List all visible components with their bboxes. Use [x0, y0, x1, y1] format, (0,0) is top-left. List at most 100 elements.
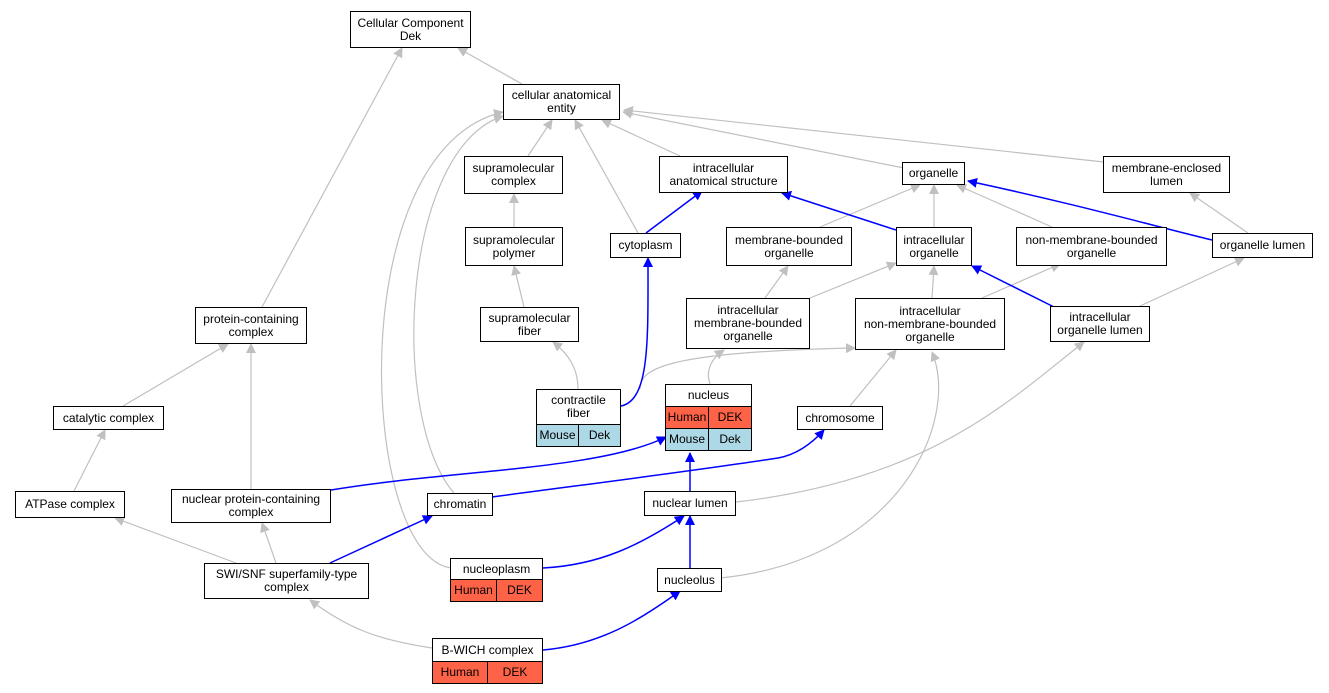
edge-cfib-to-smf — [552, 341, 579, 390]
node-label-line: nucleus — [687, 388, 730, 402]
node-label-line: complex — [264, 580, 309, 594]
node-label-line: membrane-bounded — [734, 232, 844, 247]
node-protein-containing-complex[interactable]: protein-containing complex — [195, 307, 307, 344]
node-intracellular-membrane-bounded-organelle[interactable]: intracellular membrane-bounded organelle — [686, 298, 810, 349]
species-cell: Human — [454, 583, 493, 597]
node-label-line: lumen — [1150, 173, 1183, 188]
node-label-line: complex — [491, 174, 536, 188]
annotation-row-human: Human DEK — [666, 406, 751, 428]
annotation-row-mouse: Mouse Dek — [537, 424, 620, 446]
node-label-line: nucleolus — [664, 572, 715, 587]
gene-cell: Dek — [708, 429, 751, 450]
node-supramolecular-complex[interactable]: supramolecular complex — [464, 156, 563, 194]
node-label-line: entity — [547, 101, 576, 115]
edge-pcc-to-cc — [261, 47, 403, 308]
node-nucleoplasm[interactable]: nucleoplasm Human DEK — [450, 558, 543, 602]
node-chromosome[interactable]: chromosome — [797, 406, 883, 430]
species-cell: Mouse — [668, 432, 706, 446]
node-membrane-bounded-organelle[interactable]: membrane-bounded organelle — [726, 227, 852, 266]
node-swi-snf-superfamily-type-complex[interactable]: SWI/SNF superfamily-type complex — [204, 563, 369, 599]
edge-mbo-to-organelle — [819, 183, 921, 228]
node-label-line: intracellular — [717, 303, 779, 317]
edge-iol-to-ol — [1139, 257, 1245, 307]
node-label-line: chromosome — [805, 410, 875, 425]
edge-mel-to-cae — [623, 105, 1105, 163]
node-cellular-component[interactable]: Cellular Component Dek — [350, 11, 471, 48]
node-label-line: B-WICH complex — [441, 642, 534, 657]
edge-chromatin-to-cae — [413, 114, 504, 494]
node-label-line: chromatin — [433, 497, 487, 511]
edge-inmbo-to-nmbo — [981, 263, 1061, 299]
node-label-line: catalytic complex — [62, 410, 155, 425]
node-label-line: organelle — [908, 166, 959, 180]
node-label-line: fiber — [517, 323, 542, 338]
node-intracellular-organelle-lumen[interactable]: intracellular organelle lumen — [1050, 306, 1150, 342]
node-chromatin[interactable]: chromatin — [427, 493, 493, 516]
node-label-line: cytoplasm — [618, 238, 673, 252]
node-intracellular-anatomical-structure[interactable]: intracellular anatomical structure — [659, 156, 788, 193]
node-cellular-anatomical-entity[interactable]: cellular anatomical entity — [503, 84, 620, 120]
node-supramolecular-polymer[interactable]: supramolecular polymer — [465, 227, 563, 266]
node-label-line: complex — [228, 324, 274, 339]
node-intracellular-non-membrane-bounded-organelle[interactable]: intracellular non-membrane-bounded organ… — [855, 298, 1005, 350]
node-label-line: organelle — [905, 329, 955, 344]
edge-inmbo-to-io — [928, 265, 939, 299]
node-label-line: intracellular — [899, 303, 961, 318]
node-label-line: organelle — [1066, 245, 1117, 260]
node-label-line: fiber — [566, 406, 591, 420]
edge-bwich-to-nucleolus — [542, 590, 681, 651]
node-label-line: supramolecular — [472, 161, 555, 175]
edge-imbo-to-io — [809, 261, 897, 299]
edge-organelle-to-cae — [622, 108, 905, 169]
node-nuclear-protein-containing-complex[interactable]: nuclear protein-containing complex — [171, 489, 331, 523]
edge-swi-to-npcc — [260, 522, 277, 564]
node-b-wich-complex[interactable]: B-WICH complex Human DEK — [432, 638, 543, 684]
node-label-line: contractile — [551, 393, 606, 407]
node-supramolecular-fiber[interactable]: supramolecular fiber — [480, 307, 579, 342]
node-intracellular-organelle[interactable]: intracellular organelle — [896, 227, 972, 266]
node-label-line: ATPase complex — [25, 497, 115, 511]
edge-smf-to-smp — [511, 265, 525, 308]
node-label-line: organelle lumen — [1219, 238, 1306, 252]
annotation-row-human: Human DEK — [433, 661, 542, 683]
node-cytoplasm[interactable]: cytoplasm — [610, 233, 681, 258]
node-label-line: supramolecular — [488, 310, 571, 325]
edge-cytoplasm-to-cae — [574, 119, 639, 234]
node-organelle[interactable]: organelle — [902, 162, 965, 185]
node-label-line: organelle — [909, 245, 959, 260]
node-contractile-fiber[interactable]: contractile fiber Mouse Dek — [536, 389, 621, 447]
edge-nuclearlumen-to-iol — [735, 341, 1085, 503]
node-label-line: intracellular — [903, 232, 965, 247]
node-label-line: organelle — [723, 329, 773, 343]
node-label-line: non-membrane-bounded — [1025, 232, 1158, 247]
node-label-line: membrane-bounded — [693, 316, 803, 330]
node-nucleus[interactable]: nucleus Human DEK Mouse Dek — [665, 384, 752, 451]
node-label-line: nucleoplasm — [462, 561, 531, 576]
node-label-line: intracellular — [692, 160, 755, 175]
node-label-line: polymer — [492, 245, 536, 260]
node-label-line: non-membrane-bounded — [863, 316, 997, 331]
node-organelle-lumen[interactable]: organelle lumen — [1212, 233, 1313, 258]
node-nuclear-lumen[interactable]: nuclear lumen — [644, 491, 736, 516]
annotation-row-mouse: Mouse Dek — [666, 428, 751, 450]
edge-nucleus-to-imbo — [707, 349, 725, 385]
edge-nucleolus-to-inmbo — [719, 351, 941, 579]
species-cell: Human — [440, 665, 480, 679]
node-label-line: complex — [228, 505, 274, 519]
edge-ol-to-mel — [1189, 192, 1249, 234]
node-non-membrane-bounded-organelle[interactable]: non-membrane-bounded organelle — [1016, 227, 1167, 266]
edge-swi-to-chromatin — [329, 515, 433, 564]
edge-chromatin-to-chromosome — [491, 429, 825, 498]
node-nucleolus[interactable]: nucleolus — [657, 568, 722, 592]
edge-cae-to-cc — [457, 47, 523, 85]
node-label-line: supramolecular — [472, 232, 556, 247]
edge-ol-to-organelle — [967, 177, 1213, 241]
gene-cell: DEK — [496, 580, 542, 601]
node-label-line: nuclear lumen — [652, 496, 728, 510]
node-membrane-enclosed-lumen[interactable]: membrane-enclosed lumen — [1103, 156, 1230, 193]
node-atpase-complex[interactable]: ATPase complex — [15, 491, 125, 518]
edge-nucleoplasm-to-cae — [380, 109, 504, 569]
edge-nmbo-to-organelle — [956, 184, 1053, 228]
gene-cell: DEK — [708, 407, 751, 428]
node-catalytic-complex[interactable]: catalytic complex — [53, 406, 164, 430]
